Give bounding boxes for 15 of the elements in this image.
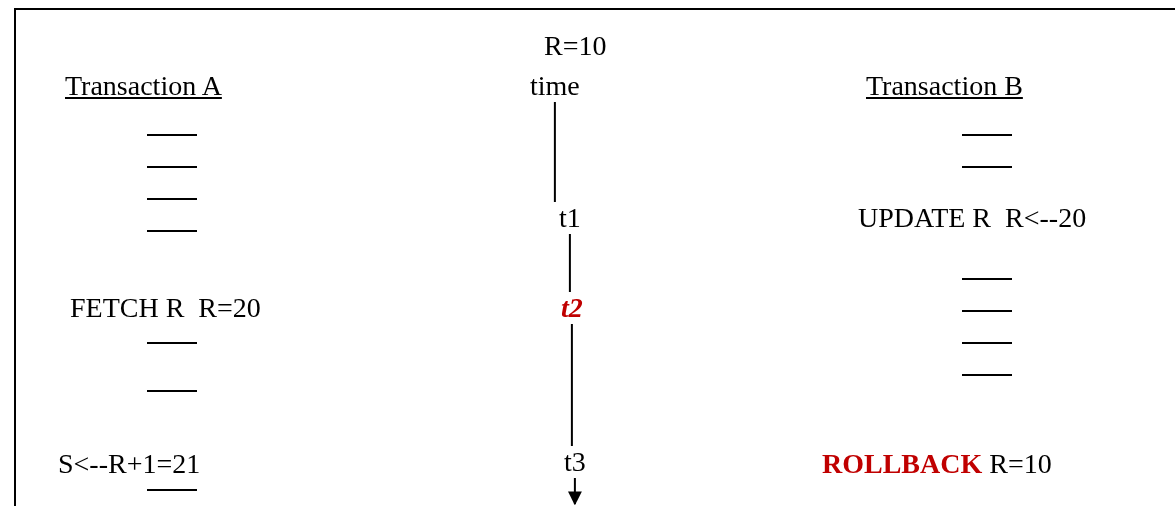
time-point-label: time — [530, 70, 580, 102]
value-label: R=10 — [544, 30, 607, 62]
column-heading: Transaction A — [65, 70, 222, 102]
timeline-arrow — [567, 477, 582, 506]
time-point-label: t1 — [559, 202, 581, 234]
step-text: UPDATE R R<--20 — [858, 202, 1087, 234]
time-point-label: t2 — [561, 292, 583, 324]
step-text: FETCH R R=20 — [70, 292, 261, 324]
time-point-label: t3 — [564, 446, 586, 478]
step-text: S<--R+1=21 — [58, 448, 201, 480]
timeline-line — [553, 101, 556, 203]
timeline-line — [570, 323, 573, 447]
column-heading: Transaction B — [866, 70, 1023, 102]
step-text: ROLLBACK R=10 — [822, 448, 1052, 480]
timeline-line — [568, 233, 571, 293]
